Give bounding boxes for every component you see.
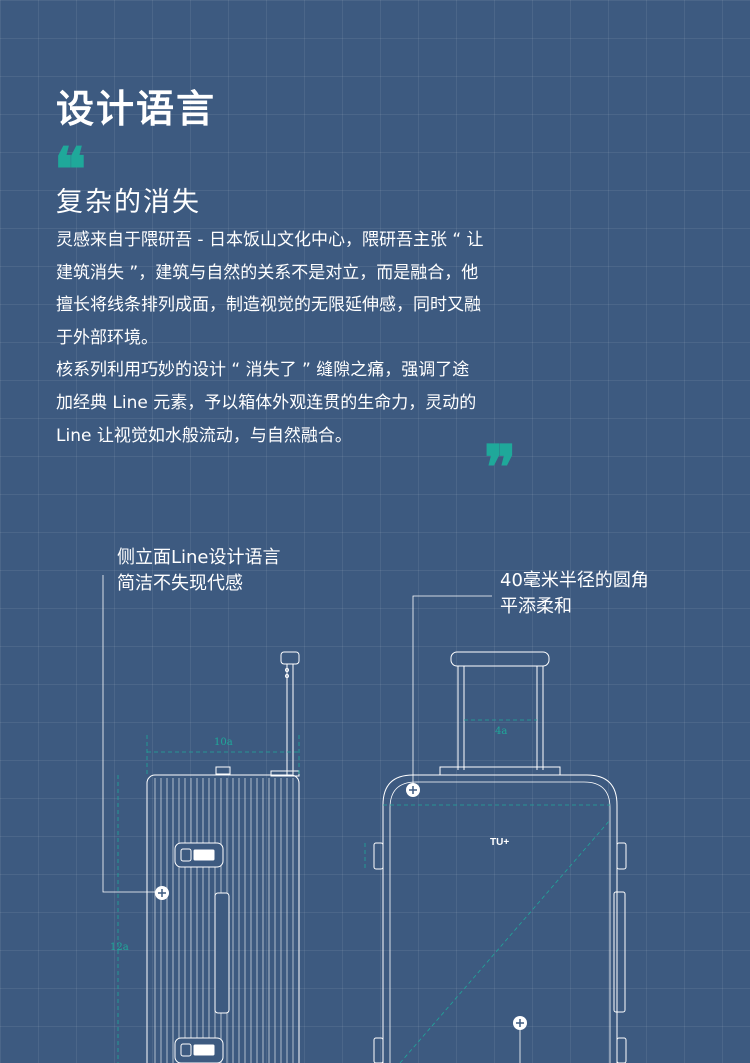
front-annotation: 40毫米半径的圆角 平添柔和 bbox=[500, 568, 649, 620]
body-line: 加经典 Line 元素，予以箱体外观连贯的生命力，灵动的 bbox=[56, 392, 477, 413]
body-line: 建筑消失 ”，建筑与自然的关系不是对立，而是融合，他 bbox=[56, 262, 479, 283]
side-handle bbox=[214, 892, 230, 1014]
body-line: 擅长将线条排列成面，制造视觉的无限延伸感，同时又融 bbox=[56, 295, 481, 316]
side-annotation: 侧立面Line设计语言 简洁不失现代感 bbox=[117, 545, 281, 597]
plus-marker-side-icon bbox=[155, 886, 169, 900]
side-leader-line bbox=[102, 575, 160, 893]
side-annotation-line1: 侧立面Line设计语言 bbox=[117, 547, 281, 568]
front-annotation-line1: 40毫米半径的圆角 bbox=[500, 570, 649, 591]
side-view-suitcase bbox=[146, 651, 300, 1063]
dim-height-label: 12a bbox=[110, 942, 129, 953]
plus-marker-corner-icon bbox=[406, 783, 420, 797]
body-line: 于外部环境。 bbox=[56, 327, 158, 348]
dim-width-label: 10a bbox=[214, 737, 233, 748]
side-ribs bbox=[154, 778, 294, 1063]
body-line: 核系列利用巧妙的设计 “ 消失了 ” 缝隙之痛，强调了途 bbox=[56, 360, 470, 381]
front-annotation-line2: 平添柔和 bbox=[500, 596, 572, 617]
section-subtitle: 复杂的消失 bbox=[56, 187, 201, 218]
front-leader-line bbox=[412, 595, 492, 790]
page-title: 设计语言 bbox=[56, 87, 217, 131]
open-quote-icon: ❝ bbox=[54, 135, 87, 205]
description-text: 灵感来自于隈研吾 - 日本饭山文化中心，隈研吾主张 “ 让 建筑消失 ”，建筑与… bbox=[56, 224, 526, 452]
body-line: Line 让视觉如水般流动，与自然融合。 bbox=[56, 425, 352, 446]
brand-logo: TU+ bbox=[490, 837, 509, 848]
front-view-suitcase bbox=[373, 651, 627, 1063]
side-annotation-line2: 简洁不失现代感 bbox=[117, 573, 243, 594]
close-quote-icon: ❞ bbox=[484, 433, 517, 503]
dimension-guides bbox=[117, 719, 611, 1063]
dim-handle-label: 4a bbox=[495, 726, 507, 737]
plus-marker-bottom-icon bbox=[513, 1016, 527, 1030]
body-line: 灵感来自于隈研吾 - 日本饭山文化中心，隈研吾主张 “ 让 bbox=[56, 230, 484, 250]
